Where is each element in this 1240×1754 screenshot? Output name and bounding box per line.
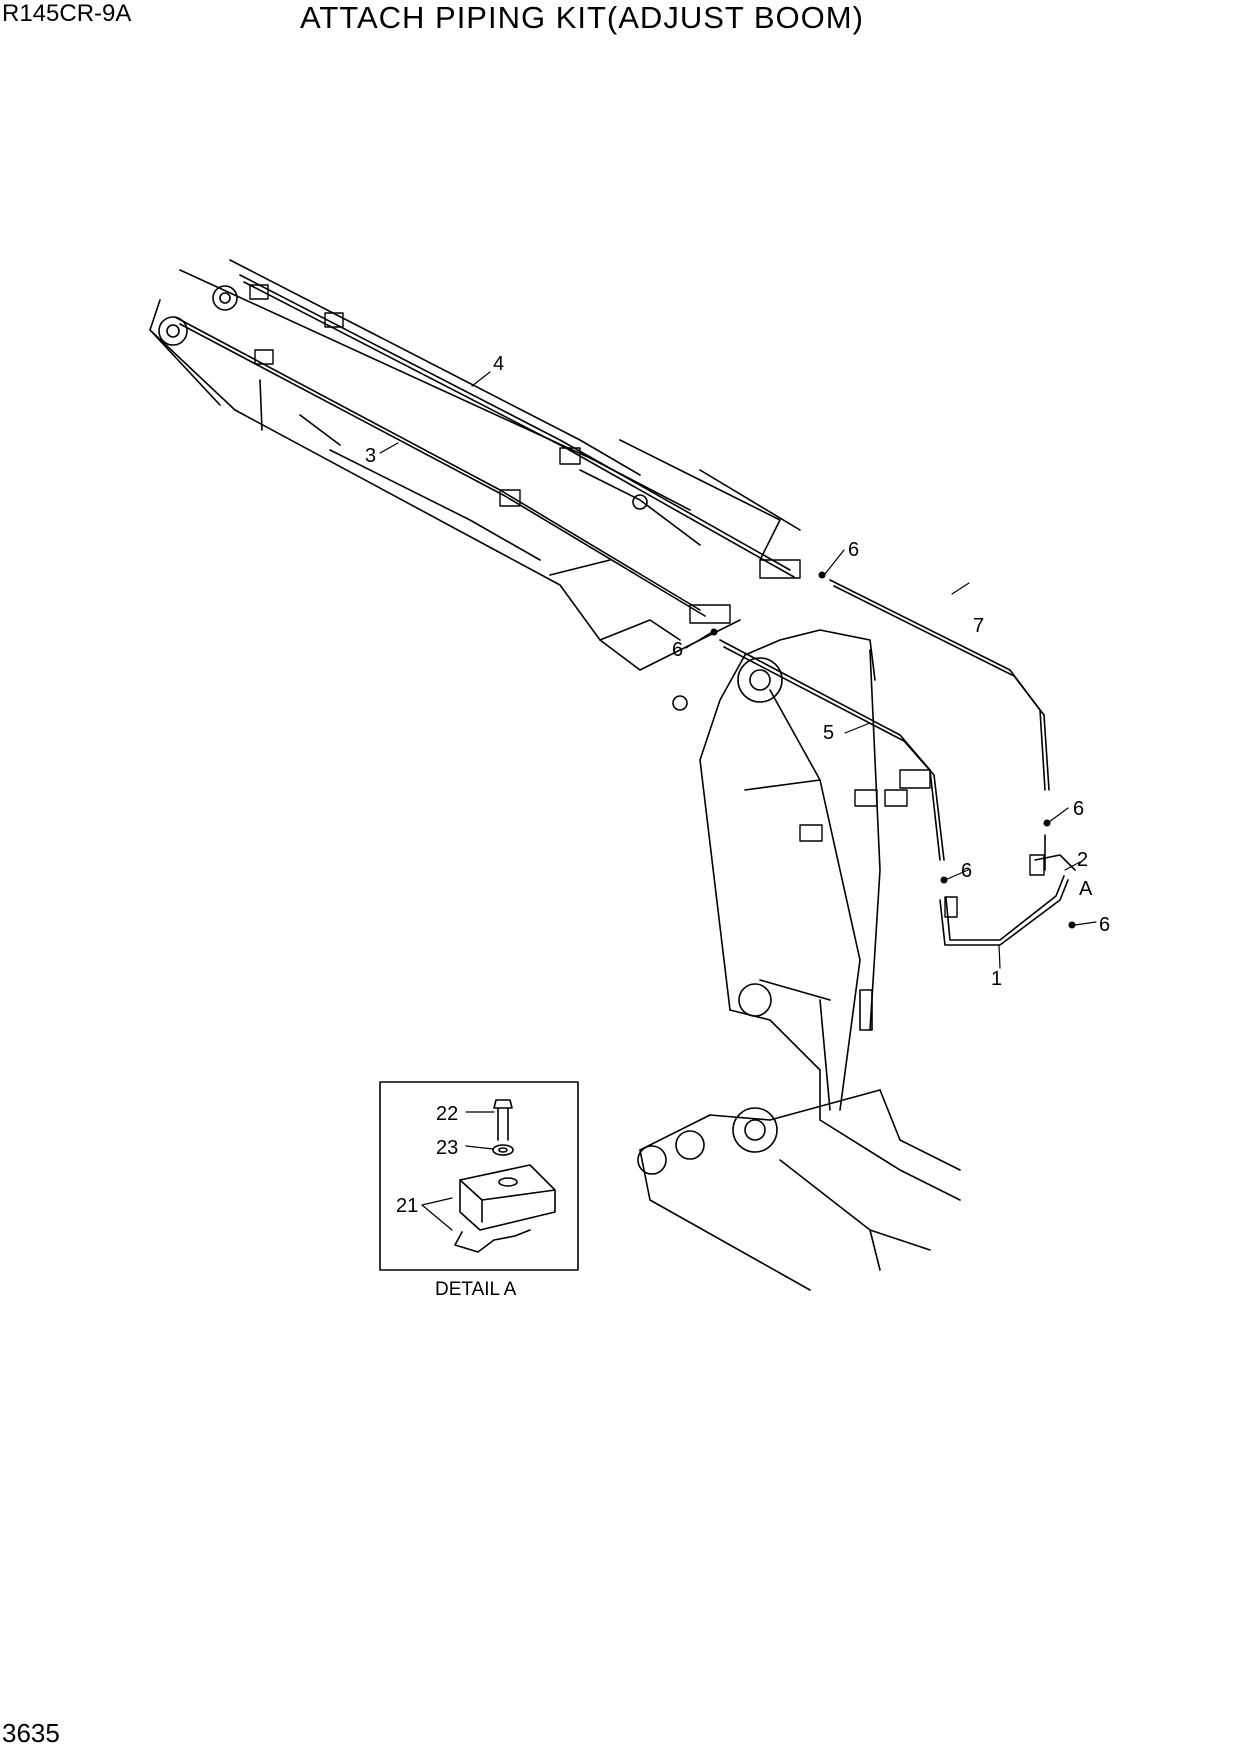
- pipe-5: [719, 639, 945, 861]
- callout-3: 3: [365, 445, 376, 467]
- model-code: R145CR-9A: [2, 0, 132, 27]
- pipe-2: [1034, 834, 1076, 871]
- pipe-4: [239, 274, 795, 578]
- callout-6: 6: [1073, 798, 1084, 820]
- callout-6: 6: [848, 539, 859, 561]
- detail-caption: DETAIL A: [435, 1279, 517, 1300]
- boom-structure: [699, 629, 881, 1153]
- arm-structure: [149, 259, 801, 711]
- callout-21: 21: [396, 1195, 418, 1217]
- pipe-clamps: [249, 284, 1045, 918]
- leader-lines: [379, 371, 1097, 969]
- callout-22: 22: [436, 1103, 458, 1125]
- callout-4: 4: [493, 353, 504, 375]
- callout-23: 23: [436, 1137, 458, 1159]
- callout-7: 7: [973, 615, 984, 637]
- detail-reference-label: A: [1079, 878, 1093, 900]
- boom-base: [637, 1089, 961, 1291]
- o-ring-fittings: [710, 571, 1076, 929]
- callout-6: 6: [961, 860, 972, 882]
- pipe-1: [939, 875, 1069, 946]
- page-number: 3635: [2, 1718, 60, 1748]
- callout-1: 1: [991, 968, 1002, 990]
- callout-6: 6: [1099, 914, 1110, 936]
- callout-2: 2: [1077, 849, 1088, 871]
- callout-6: 6: [672, 639, 683, 661]
- detail-a-panel: 22 23 21 DETAIL A: [379, 1081, 579, 1300]
- pipe-7: [829, 579, 1050, 791]
- callout-5: 5: [823, 722, 834, 744]
- page-title: ATTACH PIPING KIT(ADJUST BOOM): [300, 0, 864, 35]
